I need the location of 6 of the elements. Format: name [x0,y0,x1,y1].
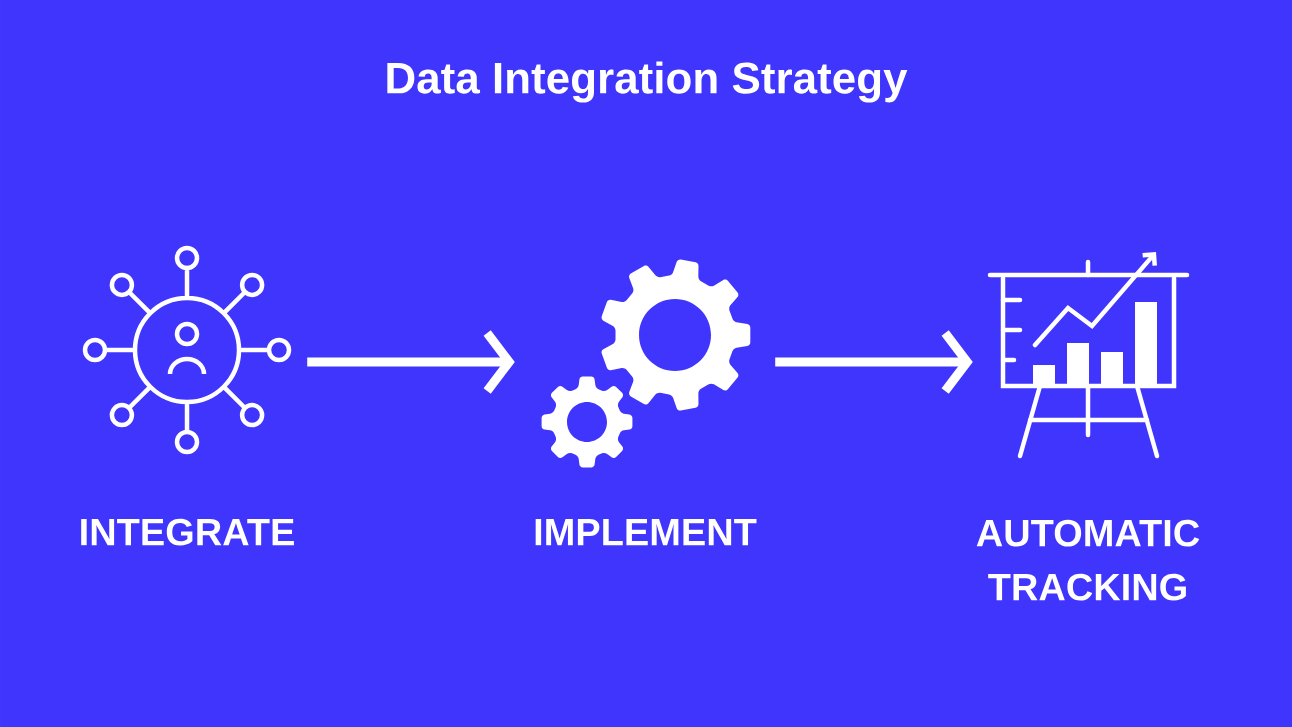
title: Data Integration Strategy [387,61,908,103]
step-label: IMPLEMENT [535,519,757,546]
step-label: INTEGRATE [81,518,294,546]
step-label: AUTOMATIC TRACKING [976,519,1200,601]
arrow [307,330,515,394]
arrow [775,330,973,394]
